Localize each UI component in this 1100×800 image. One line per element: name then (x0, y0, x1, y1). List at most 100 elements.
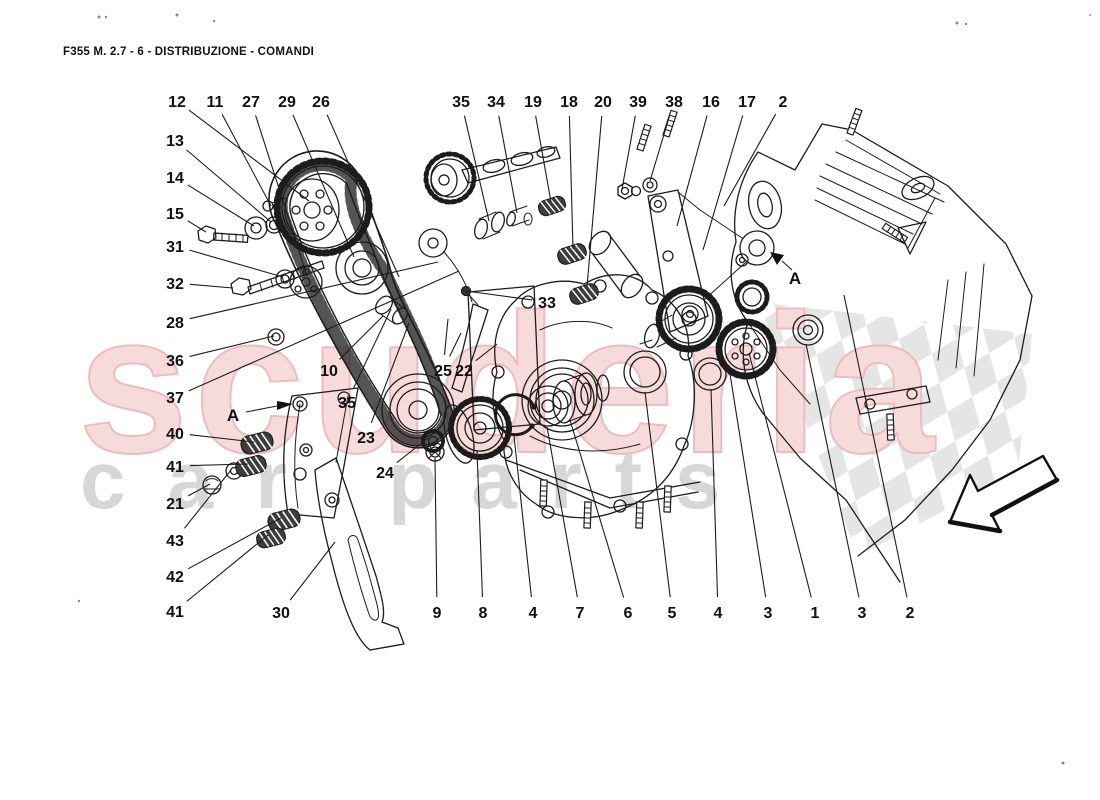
leader-3 (729, 373, 767, 598)
callout-6: 6 (624, 605, 633, 622)
callout-2: 2 (906, 605, 915, 622)
callout-19: 19 (524, 94, 542, 111)
callout-41: 41 (166, 459, 184, 476)
callout-25: 25 (434, 363, 452, 380)
camshaft-pulley-art (273, 157, 373, 257)
leader-32 (189, 283, 234, 289)
leader-3 (805, 343, 860, 598)
direction-arrow (947, 454, 1060, 534)
callout-31: 31 (166, 239, 184, 256)
callout-4: 4 (529, 605, 538, 622)
leader-20 (586, 115, 603, 288)
callout-1: 1 (811, 605, 820, 622)
callout-24: 24 (376, 465, 394, 482)
leader-29 (292, 114, 355, 258)
leader-9 (434, 457, 438, 598)
callout-36: 36 (166, 353, 184, 370)
leader-7 (546, 426, 578, 598)
callout-8: 8 (479, 605, 488, 622)
callout-35: 35 (452, 94, 470, 111)
camshaft-art (423, 146, 561, 205)
leader-23 (370, 322, 410, 424)
callout-41: 41 (166, 604, 184, 621)
reference-arrow-left (245, 401, 293, 413)
callout-3: 3 (764, 605, 773, 622)
leader-18 (568, 115, 574, 250)
callout-18: 18 (560, 94, 578, 111)
leader-35 (463, 115, 490, 222)
leader-21 (187, 483, 211, 497)
callout-22: 22 (455, 363, 473, 380)
left-fasteners-art (197, 197, 325, 551)
small-hardware-art (460, 177, 658, 307)
leader-26 (326, 114, 400, 278)
callout-21: 21 (166, 496, 184, 513)
support-bracket-art (588, 189, 775, 333)
leader-19 (535, 115, 552, 203)
leader-36 (189, 335, 275, 358)
callout-3: 3 (858, 605, 867, 622)
leader-30 (289, 541, 336, 601)
callout-42: 42 (166, 569, 184, 586)
page-title: F355 M. 2.7 - 6 - DISTRIBUZIONE - COMAND… (63, 46, 315, 58)
leader-17 (702, 115, 744, 251)
leader-43 (183, 469, 232, 529)
callout-34: 34 (487, 94, 505, 111)
leader-41 (189, 463, 249, 467)
callout-14: 14 (166, 170, 184, 187)
callout-35: 35 (338, 395, 356, 412)
timing-belt-art (268, 150, 456, 449)
leader-6 (569, 419, 625, 598)
callout-43: 43 (166, 533, 184, 550)
leader-11 (221, 113, 272, 207)
callout-32: 32 (166, 276, 184, 293)
callout-28: 28 (166, 315, 184, 332)
leader-42 (187, 517, 282, 570)
scan-specks (77, 13, 1091, 765)
leader-8 (476, 449, 483, 598)
callout-16: 16 (702, 94, 720, 111)
callout-20: 20 (594, 94, 612, 111)
leader-14 (187, 184, 255, 227)
callout-7: 7 (576, 605, 585, 622)
leader-4 (710, 388, 719, 598)
belt-guard-bracket-art (283, 387, 405, 651)
callout-12: 12 (168, 94, 186, 111)
leader-22 (475, 343, 498, 362)
leader-25 (443, 318, 449, 356)
callout-13: 13 (166, 133, 184, 150)
callout-39: 39 (629, 94, 647, 111)
leader-40 (189, 434, 255, 443)
reference-arrow-right (770, 252, 793, 271)
callout-29: 29 (278, 94, 296, 111)
leader-4 (513, 435, 532, 598)
leader-5 (644, 391, 671, 598)
leader-24 (396, 437, 429, 464)
gear-cluster-art (639, 279, 824, 380)
crank-drive-art (425, 350, 727, 464)
ref-marker-0: A (227, 406, 239, 425)
callout-30: 30 (272, 605, 290, 622)
leader-39 (621, 115, 636, 190)
callout-27: 27 (242, 94, 260, 111)
leader-1 (748, 352, 812, 598)
callout-5: 5 (668, 605, 677, 622)
callout-17: 17 (738, 94, 756, 111)
leader-25 (449, 332, 462, 357)
callout-4: 4 (714, 605, 723, 622)
callout-37: 37 (166, 390, 184, 407)
callout-15: 15 (166, 206, 184, 223)
leader-33 (465, 290, 533, 301)
callout-2: 2 (779, 94, 788, 111)
ref-marker-1: A (789, 269, 801, 288)
leader-16 (676, 115, 708, 227)
leader-35 (352, 308, 392, 389)
leader-37 (188, 270, 460, 392)
leader-34 (498, 115, 518, 214)
leader-12 (188, 109, 310, 202)
leader-38 (649, 115, 671, 182)
leader-13 (186, 149, 272, 223)
